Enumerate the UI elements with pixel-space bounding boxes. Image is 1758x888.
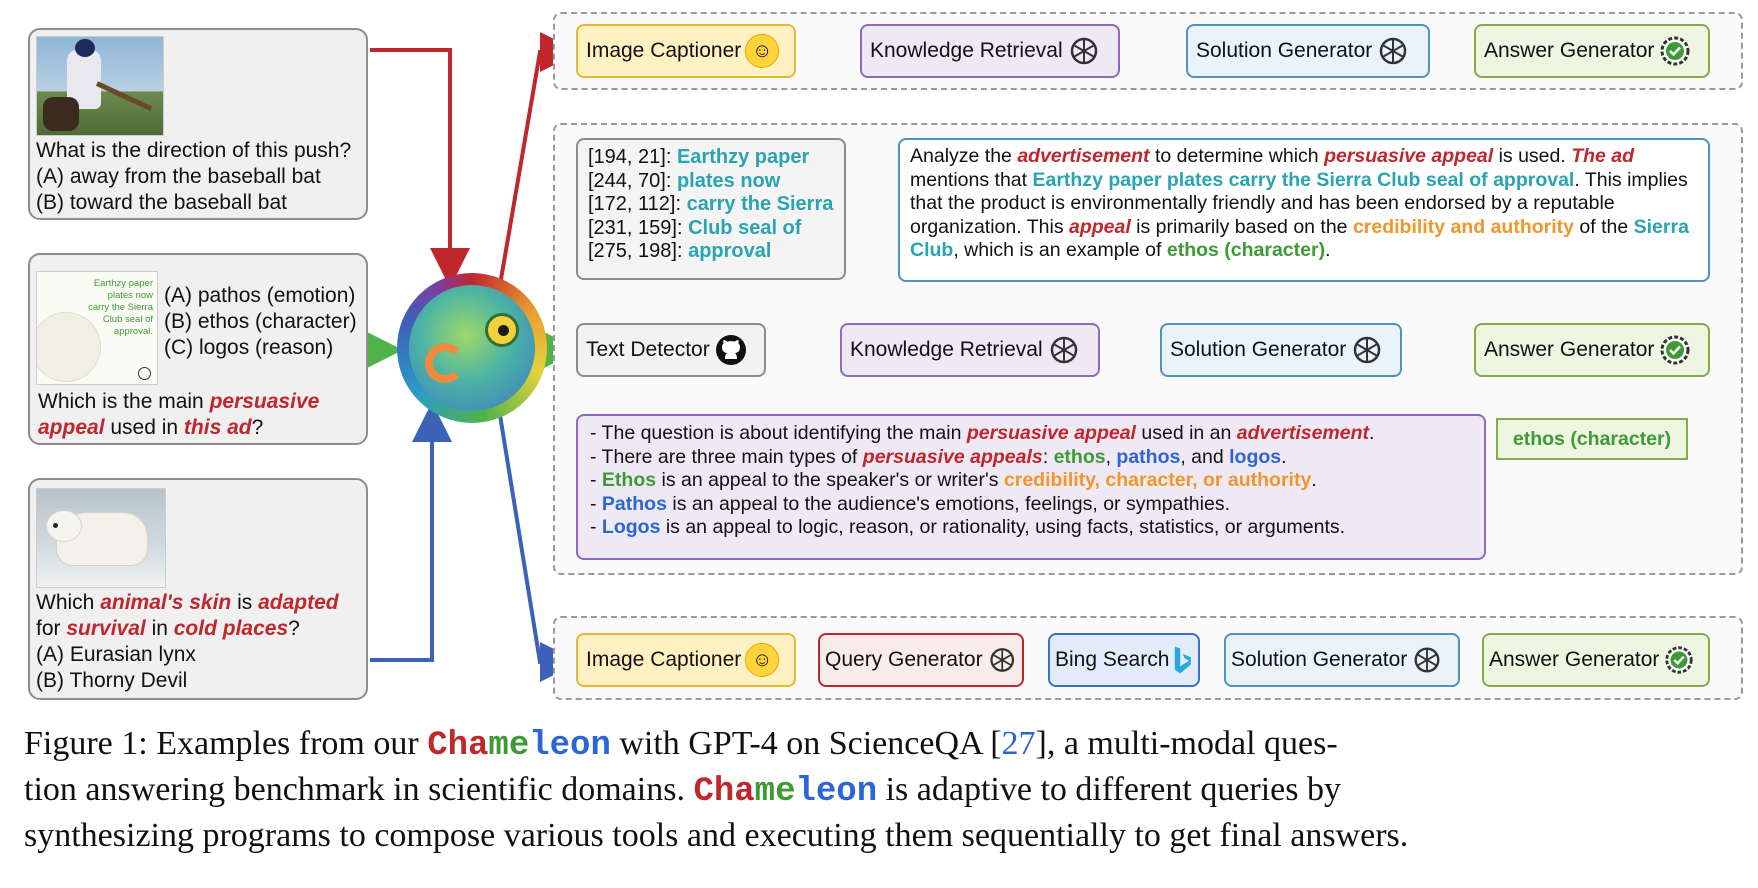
option-b: (B) ethos (character) — [164, 310, 357, 333]
seal-icon — [138, 367, 151, 380]
solution-generator-output: Analyze the advertisement to determine w… — [898, 138, 1710, 282]
option-b: (B) Thorny Devil — [36, 669, 188, 692]
hugging-face-icon: ☺ — [745, 34, 780, 68]
tool-answer-generator: Answer Generator — [1482, 633, 1710, 687]
ad-image: Earthzy paper plates now carry the Sierr… — [36, 271, 158, 385]
tool-text-detector: Text Detector — [576, 323, 766, 377]
text-detector-output: [194, 21]: Earthzy paper [244, 70]: plat… — [576, 138, 846, 280]
question-text: What is the direction of this push? — [36, 139, 352, 162]
caption-line-1: Figure 1: Examples from our Chameleon wi… — [24, 725, 1338, 765]
question-text: Which animal's skin is adapted for survi… — [36, 590, 366, 694]
hugging-face-icon: ☺ — [745, 643, 780, 677]
check-gear-icon — [1660, 36, 1690, 66]
option-c: (C) logos (reason) — [164, 336, 334, 359]
openai-icon — [1380, 37, 1407, 65]
option-b: (B) toward the baseball bat — [36, 191, 287, 214]
chameleon-tail-icon — [425, 343, 465, 383]
tool-knowledge-retrieval: Knowledge Retrieval — [840, 323, 1100, 377]
chameleon-name: Chameleon — [427, 727, 611, 765]
chameleon-eye-icon — [485, 313, 519, 347]
tool-image-captioner: Image Captioner ☺ — [576, 24, 796, 78]
polar-bear-image — [36, 488, 166, 588]
knowledge-retrieval-output: - The question is about identifying the … — [576, 414, 1486, 560]
question-box-1: What is the direction of this push? (A) … — [28, 28, 368, 220]
tool-solution-generator: Solution Generator — [1224, 633, 1460, 687]
caption-line-2: tion answering benchmark in scientific d… — [24, 771, 1342, 811]
option-a: (A) pathos (emotion) — [164, 284, 356, 307]
tool-answer-generator: Answer Generator — [1474, 323, 1710, 377]
arrow-q3-to-chameleon — [370, 402, 452, 662]
figure-caption: Figure 1: Examples from our Chameleon wi… — [24, 722, 1734, 858]
tool-query-generator: Query Generator — [818, 633, 1024, 687]
bing-icon — [1175, 646, 1192, 674]
question-box-2: Earthzy paper plates now carry the Sierr… — [28, 253, 368, 445]
citation-link[interactable]: 27 — [1001, 725, 1036, 762]
tool-image-captioner: Image Captioner ☺ — [576, 633, 796, 687]
option-a: (A) away from the baseball bat — [36, 165, 321, 188]
ad-line-4: Club seal of — [102, 314, 153, 325]
ad-line-5: approval. — [113, 326, 153, 337]
check-gear-icon — [1665, 646, 1694, 674]
baseball-player-image — [36, 36, 164, 136]
check-gear-icon — [1660, 335, 1690, 365]
option-a: (A) Eurasian lynx — [36, 643, 196, 666]
openai-icon — [989, 648, 1014, 672]
final-answer-badge: ethos (character) — [1496, 418, 1688, 460]
ad-line-2: plates now — [107, 290, 153, 301]
openai-icon — [1354, 336, 1381, 364]
openai-icon — [1414, 647, 1440, 673]
ad-line-3: carry the Sierra — [88, 302, 153, 313]
tool-answer-generator: Answer Generator — [1474, 24, 1710, 78]
question-text: Which is the main persuasive appeal used… — [38, 390, 320, 439]
tool-solution-generator: Solution Generator — [1160, 323, 1402, 377]
question-box-3: Which animal's skin is adapted for survi… — [28, 478, 368, 700]
tool-solution-generator: Solution Generator — [1186, 24, 1430, 78]
caption-line-3: synthesizing programs to compose various… — [24, 817, 1409, 854]
chameleon-name: Chameleon — [693, 773, 878, 811]
arrow-q1-to-chameleon — [370, 48, 470, 288]
github-icon — [715, 335, 746, 365]
openai-icon — [1050, 336, 1077, 364]
ad-line-1: Earthzy paper — [93, 278, 153, 289]
openai-icon — [1070, 37, 1097, 65]
chameleon-logo — [397, 273, 547, 423]
tool-knowledge-retrieval: Knowledge Retrieval — [860, 24, 1120, 78]
tool-bing-search: Bing Search — [1048, 633, 1200, 687]
